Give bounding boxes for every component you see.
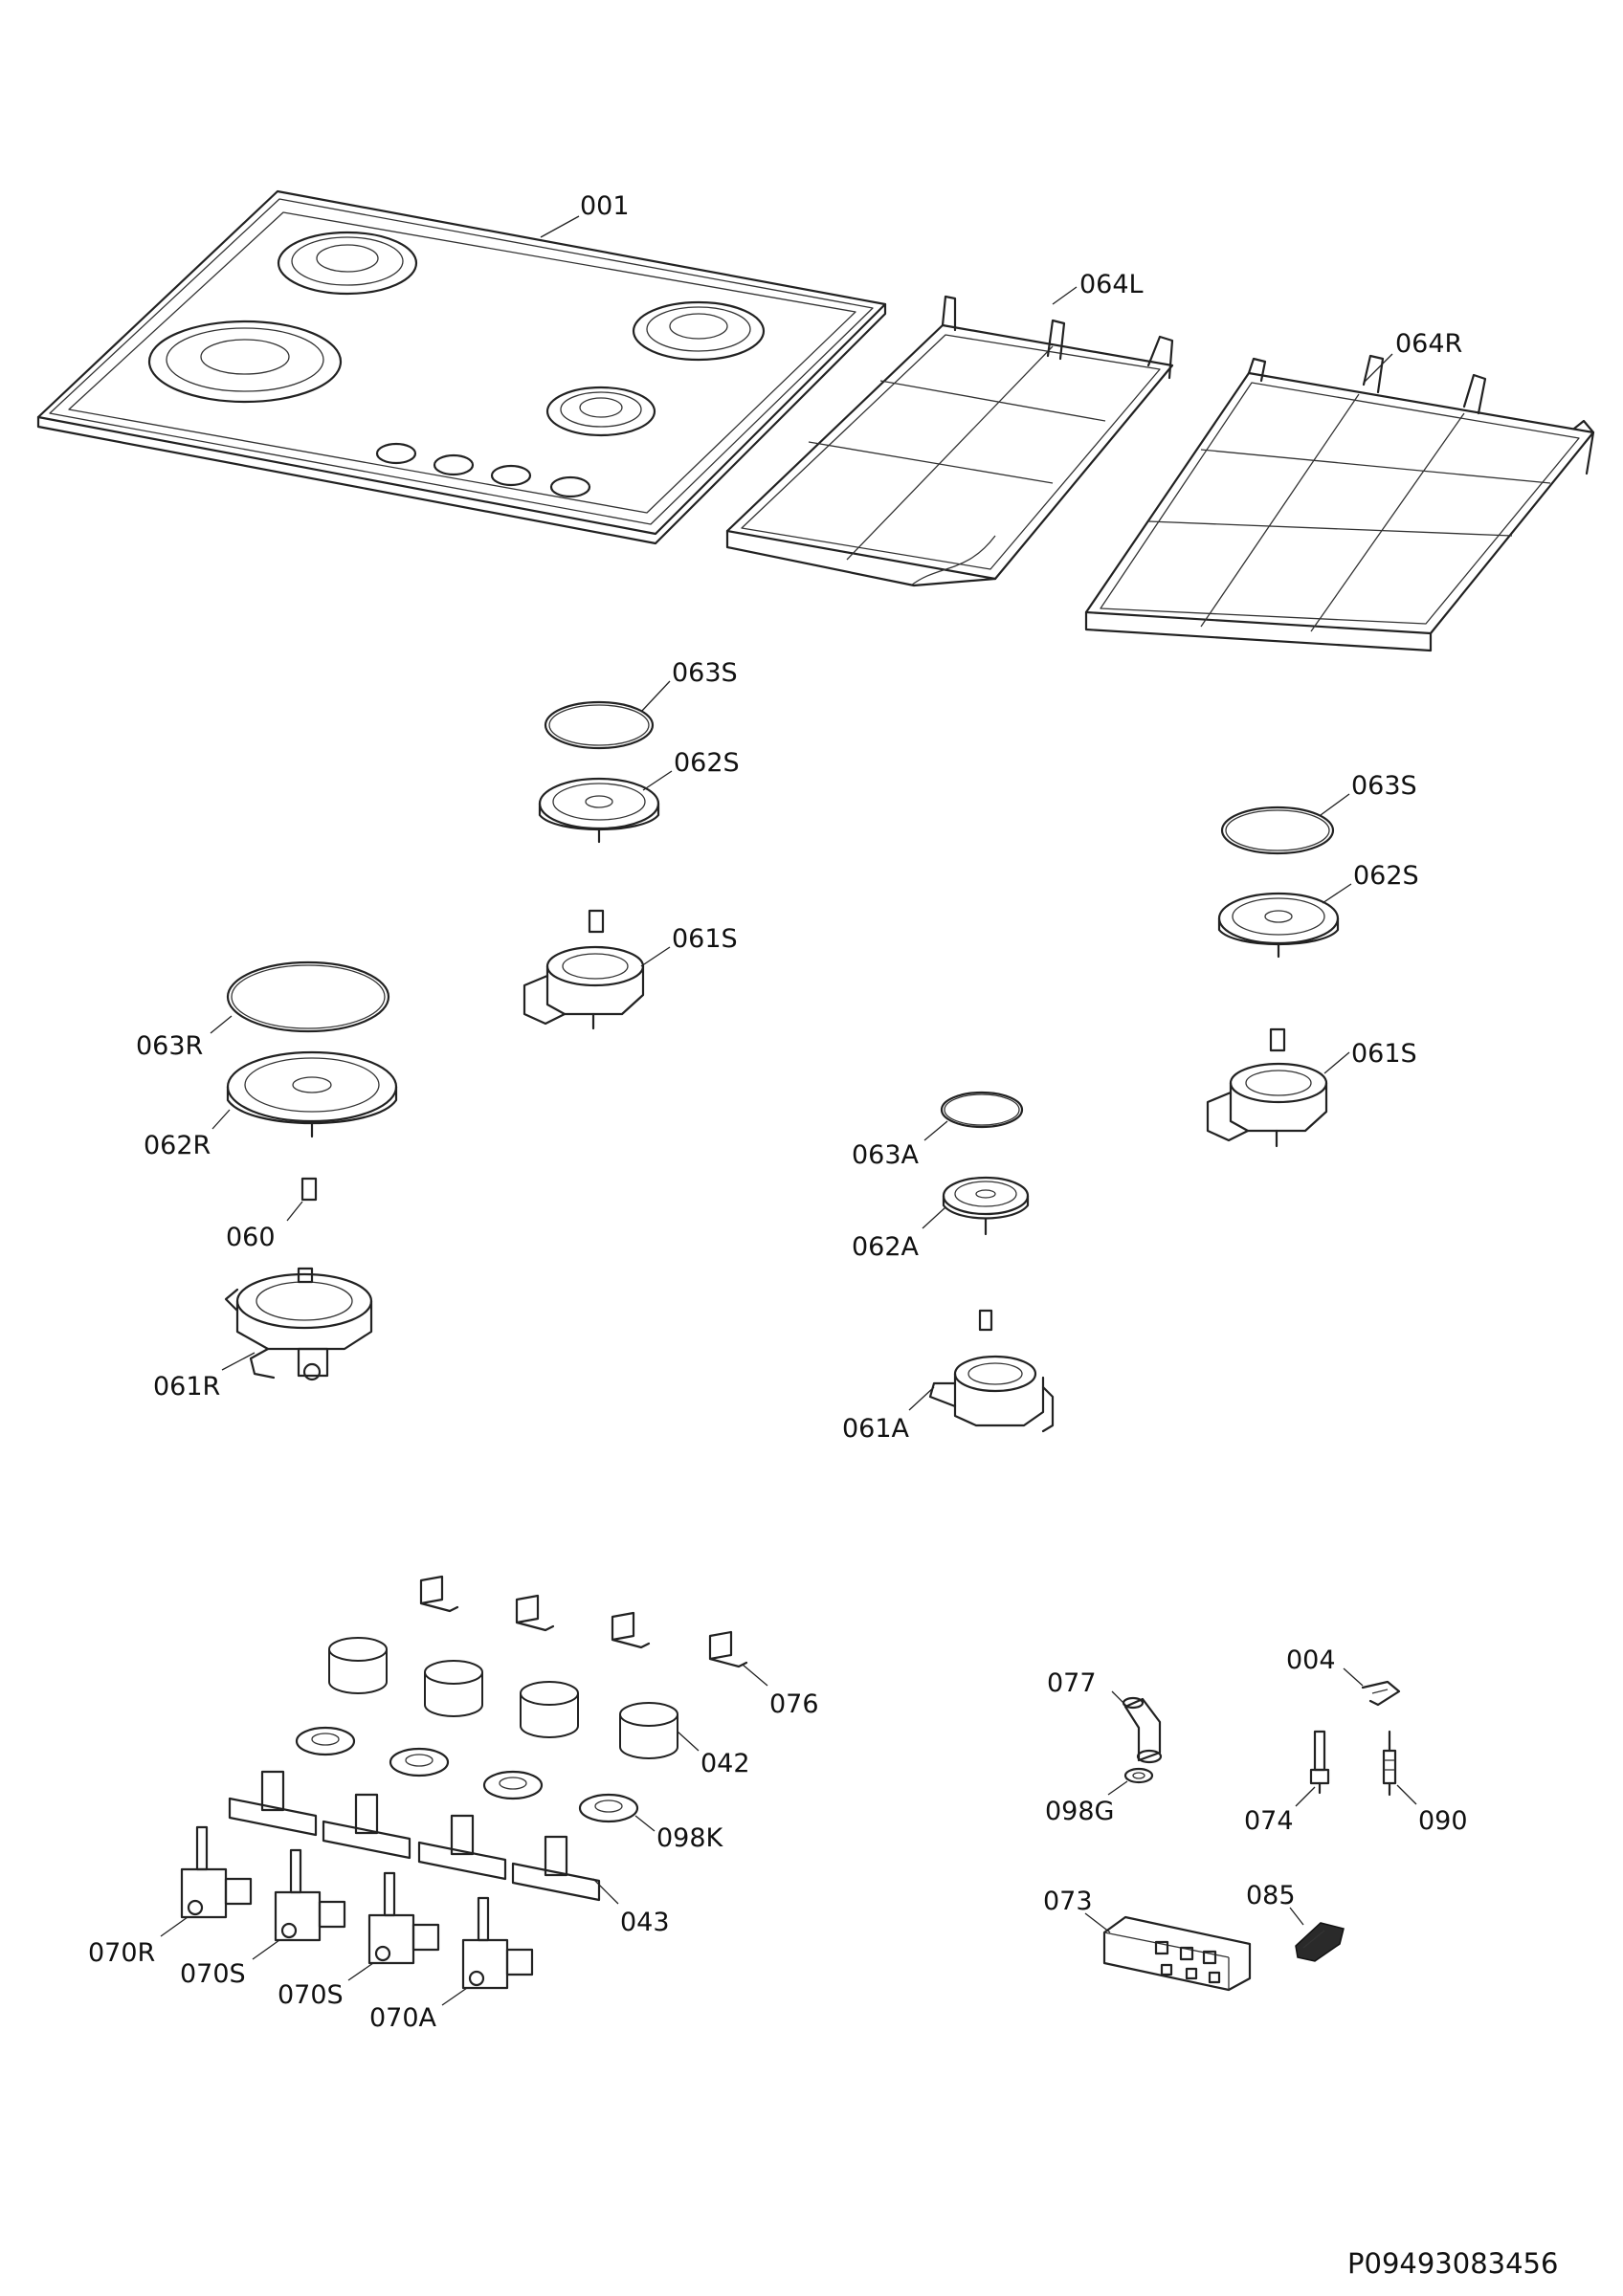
- part-knob-clips: [419, 1575, 748, 1668]
- label-070S-b: 070S: [278, 1980, 344, 2010]
- part-burner-body-semi-b: [1206, 1027, 1328, 1148]
- part-injector-rapid: [300, 1177, 318, 1202]
- part-burner-body-aux: [928, 1309, 1055, 1433]
- label-062A: 062A: [852, 1232, 920, 1262]
- part-control-knobs: [328, 1637, 678, 1759]
- label-098G: 098G: [1045, 1797, 1114, 1826]
- part-knob-bezels: [295, 1726, 639, 1823]
- label-064R: 064R: [1395, 329, 1462, 359]
- part-burner-cap-ring-aux: [940, 1091, 1024, 1129]
- burner-wells: [147, 231, 766, 437]
- label-077: 077: [1047, 1668, 1097, 1698]
- label-090: 090: [1418, 1806, 1468, 1836]
- part-burner-body-semi-a: [522, 909, 645, 1030]
- part-pan-support-right: [1084, 354, 1595, 652]
- label-073: 073: [1043, 1887, 1093, 1916]
- label-062S-a: 062S: [674, 748, 740, 778]
- label-064L: 064L: [1079, 270, 1144, 299]
- part-burner-cap-ring-semi-a: [544, 700, 655, 750]
- part-ignition-generator: [1102, 1915, 1252, 1992]
- label-070R: 070R: [88, 1938, 155, 1968]
- label-063A: 063A: [852, 1140, 920, 1170]
- label-076: 076: [769, 1689, 819, 1719]
- label-061S-a: 061S: [672, 924, 738, 954]
- part-burner-crown-aux: [942, 1176, 1030, 1236]
- label-063R: 063R: [136, 1031, 203, 1061]
- label-074: 074: [1244, 1806, 1294, 1836]
- label-060: 060: [226, 1223, 276, 1252]
- part-inlet-seal: [1123, 1767, 1154, 1784]
- part-gas-inlet-elbow: [1122, 1696, 1163, 1764]
- label-062R: 062R: [144, 1131, 211, 1160]
- part-burner-cap-ring-semi-b: [1220, 806, 1335, 855]
- label-070A: 070A: [369, 2003, 437, 2033]
- label-001: 001: [580, 191, 630, 221]
- part-burner-crown-semi-b: [1217, 892, 1340, 959]
- label-063S-a: 063S: [672, 658, 738, 688]
- part-gas-valves: [180, 1825, 534, 1990]
- part-thermocouple: [1309, 1730, 1330, 1795]
- part-spark-electrode: [1382, 1730, 1397, 1797]
- part-hob-top: [36, 189, 887, 545]
- label-063S-b: 063S: [1351, 771, 1417, 801]
- label-061A: 061A: [842, 1414, 910, 1444]
- part-thermocouple-clip: [1361, 1680, 1401, 1707]
- part-valve-microswitches: [228, 1770, 601, 1902]
- label-004: 004: [1286, 1645, 1336, 1675]
- label-042: 042: [700, 1749, 750, 1778]
- part-burner-crown-rapid: [226, 1050, 398, 1138]
- label-043: 043: [620, 1908, 670, 1937]
- label-098K: 098K: [656, 1823, 724, 1853]
- document-code: P09493083456: [1347, 2247, 1558, 2280]
- control-knob-holes: [375, 442, 591, 498]
- part-burner-crown-semi-a: [538, 777, 660, 844]
- label-070S-a: 070S: [180, 1959, 246, 1989]
- part-burner-body-rapid: [224, 1267, 373, 1381]
- part-pan-support-left: [725, 295, 1174, 587]
- label-061S-b: 061S: [1351, 1039, 1417, 1069]
- label-085: 085: [1246, 1881, 1296, 1910]
- part-burner-cap-ring-rapid: [226, 960, 390, 1033]
- part-wiring-connector: [1295, 1922, 1345, 1962]
- label-061R: 061R: [153, 1372, 220, 1402]
- label-062S-b: 062S: [1353, 861, 1419, 891]
